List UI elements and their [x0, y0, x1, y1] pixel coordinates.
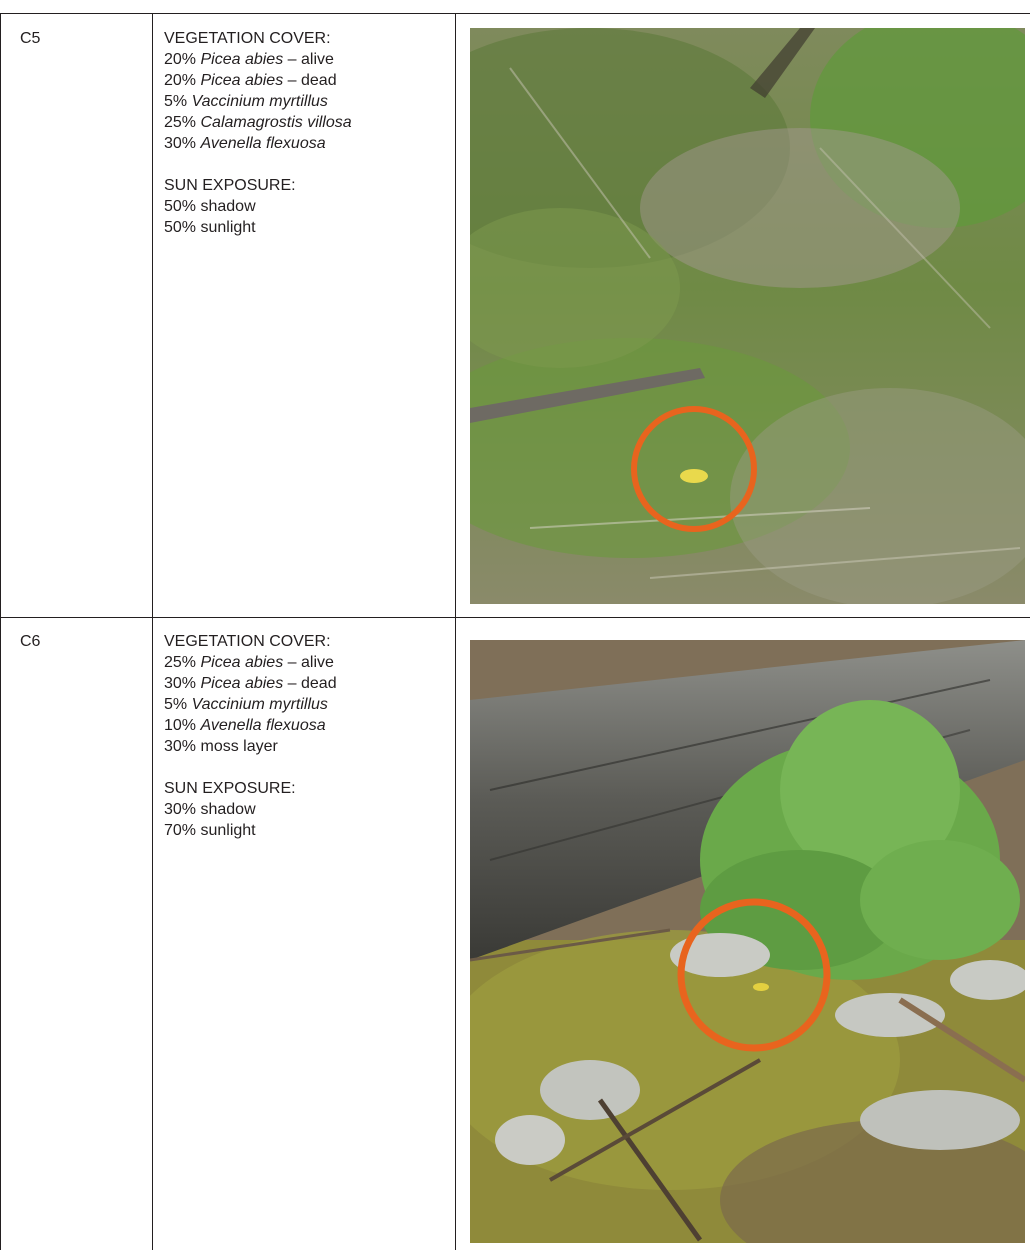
column-divider-1	[152, 13, 153, 1250]
vegetation-entry: 5% Vaccinium myrtillus	[164, 696, 328, 713]
vegetation-entry: 30% Avenella flexuosa	[164, 135, 326, 152]
sun-entry: 30% shadow	[164, 801, 256, 818]
site-description-c6: VEGETATION COVER: 25% Picea abies – aliv…	[164, 631, 449, 841]
sun-entry: 70% sunlight	[164, 822, 256, 839]
vegetation-entry: 20% Picea abies – alive	[164, 51, 334, 68]
site-label-c5: C5	[20, 30, 41, 47]
table-left-border	[0, 13, 1, 1250]
vegetation-entry: 20% Picea abies – dead	[164, 72, 337, 89]
vegetation-heading: VEGETATION COVER:	[164, 30, 331, 47]
site-photo-c5	[470, 28, 1025, 604]
sun-entry: 50% sunlight	[164, 219, 256, 236]
marker-circle	[677, 898, 831, 1052]
marker-circle	[631, 406, 757, 532]
column-divider-2	[455, 13, 456, 1250]
vegetation-entry: 25% Calamagrostis villosa	[164, 114, 352, 131]
table-top-border	[0, 13, 1030, 14]
vegetation-entry: 10% Avenella flexuosa	[164, 717, 326, 734]
vegetation-heading: VEGETATION COVER:	[164, 633, 331, 650]
vegetation-entry: 30% moss layer	[164, 738, 278, 755]
sun-entry: 50% shadow	[164, 198, 256, 215]
site-description-c5: VEGETATION COVER: 20% Picea abies – aliv…	[164, 28, 449, 238]
vegetation-entry: 30% Picea abies – dead	[164, 675, 337, 692]
row-divider	[0, 617, 1030, 618]
vegetation-entry: 5% Vaccinium myrtillus	[164, 93, 328, 110]
vegetation-entry: 25% Picea abies – alive	[164, 654, 334, 671]
site-photo-c6	[470, 640, 1025, 1243]
sun-heading: SUN EXPOSURE:	[164, 177, 296, 194]
site-label-c6: C6	[20, 633, 41, 650]
sun-heading: SUN EXPOSURE:	[164, 780, 296, 797]
